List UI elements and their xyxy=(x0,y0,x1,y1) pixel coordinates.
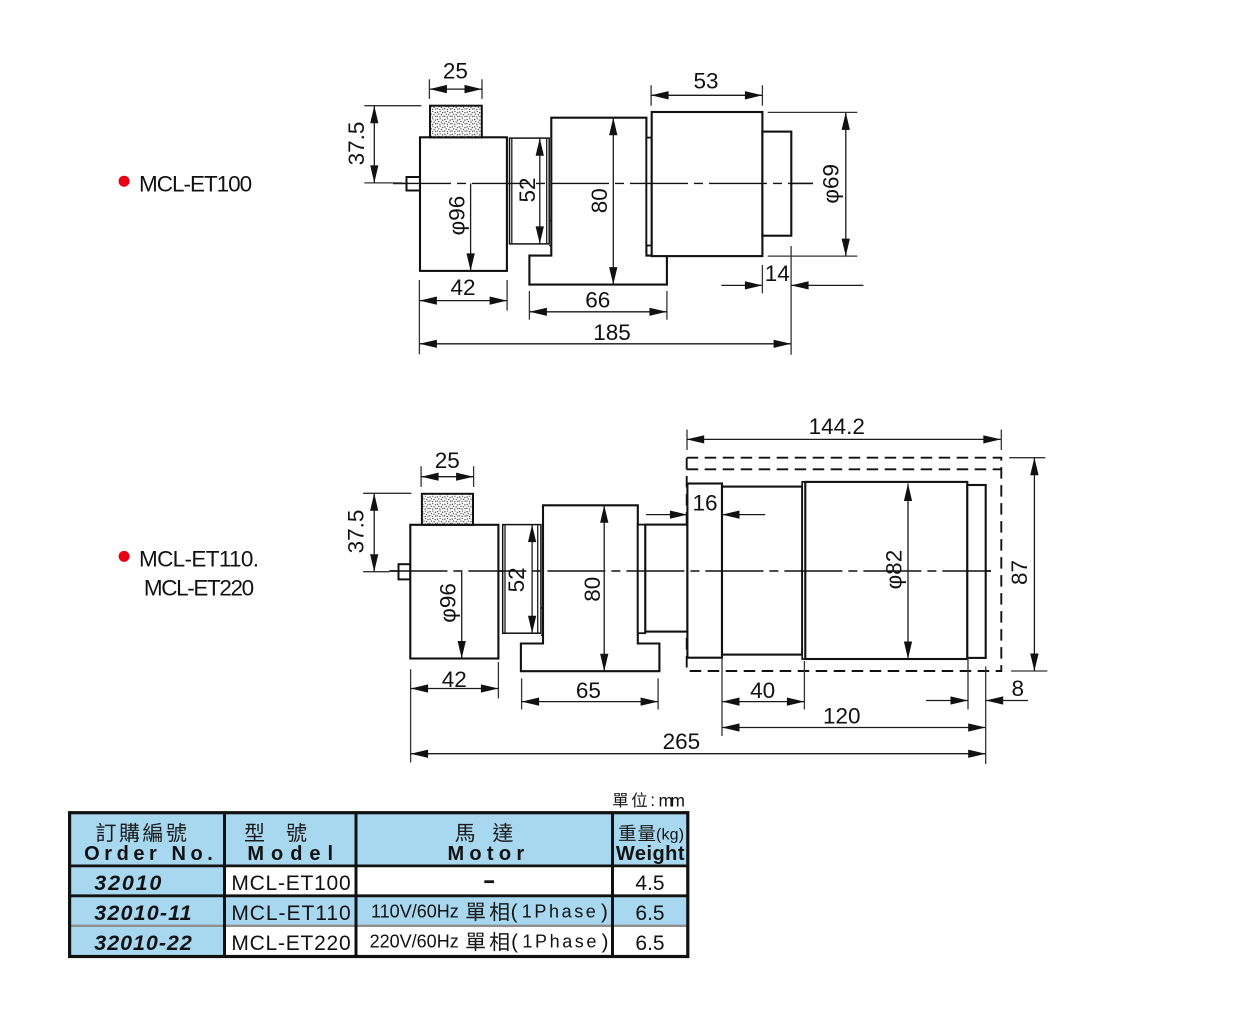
svg-text:1Phase: 1Phase xyxy=(522,901,596,921)
svg-text:MCL-ET110.: MCL-ET110. xyxy=(139,547,259,572)
svg-text:220V/60Hz: 220V/60Hz xyxy=(370,931,459,951)
svg-text:185: 185 xyxy=(593,320,631,345)
svg-text:6.5: 6.5 xyxy=(635,902,664,925)
svg-text:MCL-ET100: MCL-ET100 xyxy=(231,872,350,895)
svg-text:Model: Model xyxy=(247,843,333,865)
svg-text:37.5: 37.5 xyxy=(344,122,369,166)
svg-text:110V/60Hz: 110V/60Hz xyxy=(371,901,459,921)
svg-text:80: 80 xyxy=(580,577,605,602)
svg-text:φ82: φ82 xyxy=(881,550,906,590)
svg-text:φ96: φ96 xyxy=(444,196,469,236)
svg-text:4.5: 4.5 xyxy=(635,872,664,895)
svg-text:25: 25 xyxy=(435,448,460,473)
svg-text:37.5: 37.5 xyxy=(344,510,369,554)
svg-text:MCL-ET110: MCL-ET110 xyxy=(231,902,350,925)
svg-text:16: 16 xyxy=(692,490,717,515)
svg-text:42: 42 xyxy=(450,275,475,300)
svg-text:65: 65 xyxy=(576,678,601,703)
svg-text:32010: 32010 xyxy=(94,871,161,895)
svg-text:8: 8 xyxy=(1012,676,1025,701)
svg-text:(: ( xyxy=(511,930,518,953)
svg-text:mm: mm xyxy=(659,791,685,811)
svg-text:52: 52 xyxy=(504,567,529,592)
svg-text:φ96: φ96 xyxy=(435,583,460,623)
svg-text:6.5: 6.5 xyxy=(635,932,664,955)
svg-text:52: 52 xyxy=(515,177,540,202)
svg-text:14: 14 xyxy=(765,261,790,286)
svg-text:(: ( xyxy=(511,900,518,923)
svg-text:): ) xyxy=(602,930,609,953)
svg-text:144.2: 144.2 xyxy=(809,414,865,439)
svg-text:66: 66 xyxy=(585,287,610,312)
svg-text:1Phase: 1Phase xyxy=(522,931,596,951)
svg-text:Weight: Weight xyxy=(616,843,685,865)
svg-text:53: 53 xyxy=(693,69,718,94)
svg-text:32010-22: 32010-22 xyxy=(94,931,192,955)
svg-text:(kg): (kg) xyxy=(656,826,684,843)
svg-text:φ69: φ69 xyxy=(818,164,843,204)
svg-text:265: 265 xyxy=(663,729,701,754)
svg-text:120: 120 xyxy=(823,703,861,728)
svg-text:40: 40 xyxy=(750,678,775,703)
svg-text:87: 87 xyxy=(1007,560,1032,585)
svg-text:MCL-ET220: MCL-ET220 xyxy=(231,932,350,955)
svg-text:MCL-ET100: MCL-ET100 xyxy=(139,171,252,196)
svg-text::: : xyxy=(650,790,655,810)
svg-text:80: 80 xyxy=(587,188,612,213)
svg-text:42: 42 xyxy=(442,667,467,692)
svg-text:): ) xyxy=(601,900,608,923)
svg-text:25: 25 xyxy=(443,58,468,83)
svg-text:32010-11: 32010-11 xyxy=(94,901,191,925)
svg-text:Order No.: Order No. xyxy=(84,843,213,865)
svg-text:MCL-ET220: MCL-ET220 xyxy=(144,576,254,601)
